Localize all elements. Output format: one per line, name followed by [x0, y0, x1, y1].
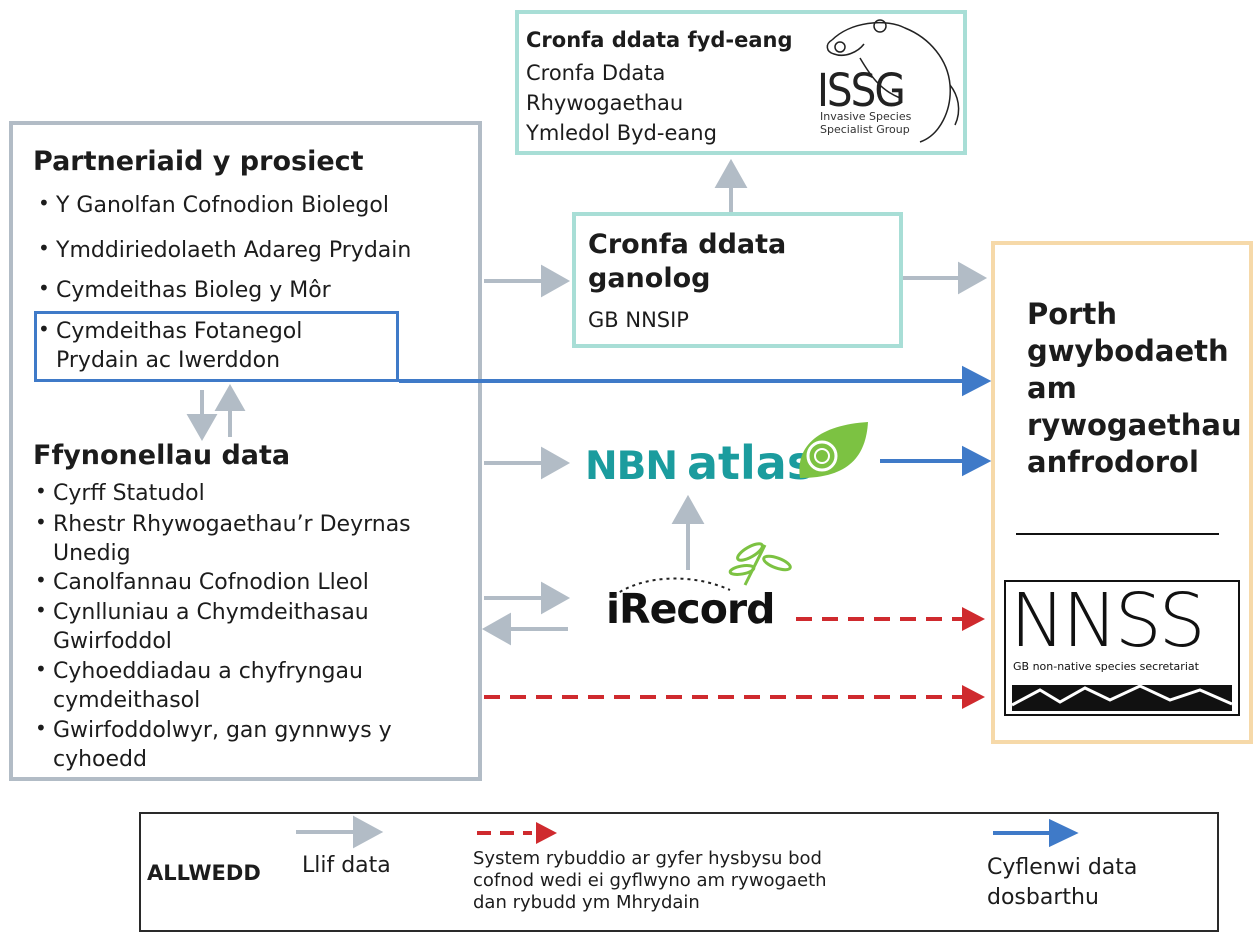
sources-heading: Ffynonellau data — [33, 440, 291, 471]
nnss-logo-sub: GB non-native species secretariat — [1013, 660, 1199, 673]
left-panel — [9, 121, 482, 781]
portal-title: Porth gwybodaeth am rywogaethau anfrodor… — [1027, 296, 1247, 481]
portal-line: gwybodaeth — [1027, 334, 1229, 368]
central-database-box — [572, 212, 903, 348]
partner-item: Ymddiriedolaeth Adareg Prydain — [38, 234, 411, 265]
central-db-sub: GB NNSIP — [588, 308, 689, 332]
key-data-flow-label: Llif data — [302, 853, 391, 878]
source-item: Rhestr Rhywogaethau’r Deyrnas — [35, 508, 411, 539]
source-item-continued: cymdeithasol — [53, 688, 201, 713]
partner-item: Cymdeithas Fotanegol — [38, 315, 302, 346]
portal-box — [991, 241, 1253, 744]
partner-item: Cymdeithas Bioleg y Môr — [38, 274, 331, 305]
portal-line: am — [1027, 371, 1077, 405]
key-alert-line: System rybuddio ar gyfer hysbysu bod — [473, 848, 822, 869]
nnss-logo-text: NNSS — [1010, 578, 1206, 664]
source-item: Cynlluniau a Chymdeithasau — [35, 596, 369, 627]
nnss-logo — [1004, 580, 1240, 716]
grey-arrow — [186, 158, 988, 849]
global-db-line: Rhywogaethau — [526, 91, 684, 115]
source-item-continued: Unedig — [53, 541, 131, 566]
global-db-title: Cronfa ddata fyd-eang — [526, 28, 793, 52]
key-supply-label: Cyflenwi data dosbarthu — [987, 853, 1137, 913]
nbn-logo-text: NBN — [585, 444, 678, 489]
portal-line: anfrodorol — [1027, 445, 1199, 479]
atlas-logo-text: atlas — [687, 436, 815, 490]
source-item: Gwirfoddolwyr, gan gynnwys y — [35, 714, 392, 745]
source-item-continued: Gwirfoddol — [53, 629, 172, 654]
issg-logo-text: ISSG — [817, 64, 906, 117]
source-item: Canolfannau Cofnodion Lleol — [35, 566, 369, 597]
leaf-icon — [799, 422, 868, 478]
irecord-logo-text: iRecord — [606, 585, 775, 633]
bsbi-highlight-box — [34, 311, 399, 382]
central-db-title-line: Cronfa ddata — [588, 229, 787, 260]
red-dashed-arrow — [477, 607, 985, 844]
issg-logo-sub: Invasive Species Specialist Group — [820, 110, 911, 136]
partner-item: Y Ganolfan Cofnodion Biolegol — [38, 189, 389, 220]
central-db-title: Cronfa ddata ganolog — [588, 228, 786, 296]
global-db-line: Ymledol Byd-eang — [526, 121, 717, 145]
portal-line: Porth — [1027, 297, 1117, 331]
global-db-lines: Cronfa Ddata Rhywogaethau Ymledol Byd-ea… — [526, 58, 717, 148]
key-supply-line: Cyflenwi data — [987, 855, 1138, 880]
source-item: Cyhoeddiadau a chyfryngau — [35, 655, 363, 686]
mountain-icon — [1011, 684, 1233, 711]
partners-heading: Partneriaid y prosiect — [33, 146, 364, 177]
dragonfly-icon — [728, 542, 792, 586]
source-item: Cyrff Statudol — [35, 477, 205, 508]
blue-arrow — [399, 365, 1079, 848]
rat-icon — [826, 19, 960, 143]
issg-sub-line: Invasive Species — [820, 110, 912, 123]
central-db-title-line: ganolog — [588, 263, 711, 294]
irecord-dotted-path — [613, 577, 731, 597]
key-alert-line: cofnod wedi ei gyflwyno am rywogaeth — [473, 870, 827, 891]
key-alert-line: dan rybudd ym Mhrydain — [473, 892, 700, 913]
issg-sub-line: Specialist Group — [820, 123, 910, 136]
global-database-box — [515, 10, 967, 155]
key-supply-line: dosbarthu — [987, 885, 1099, 910]
key-title: ALLWEDD — [147, 861, 261, 885]
source-item-continued: cyhoedd — [53, 747, 147, 772]
portal-line: rywogaethau — [1027, 408, 1242, 442]
partner-item-continued: Prydain ac Iwerddon — [56, 348, 281, 373]
key-alert-label: System rybuddio ar gyfer hysbysu bod cof… — [473, 848, 827, 914]
global-db-line: Cronfa Ddata — [526, 61, 666, 85]
